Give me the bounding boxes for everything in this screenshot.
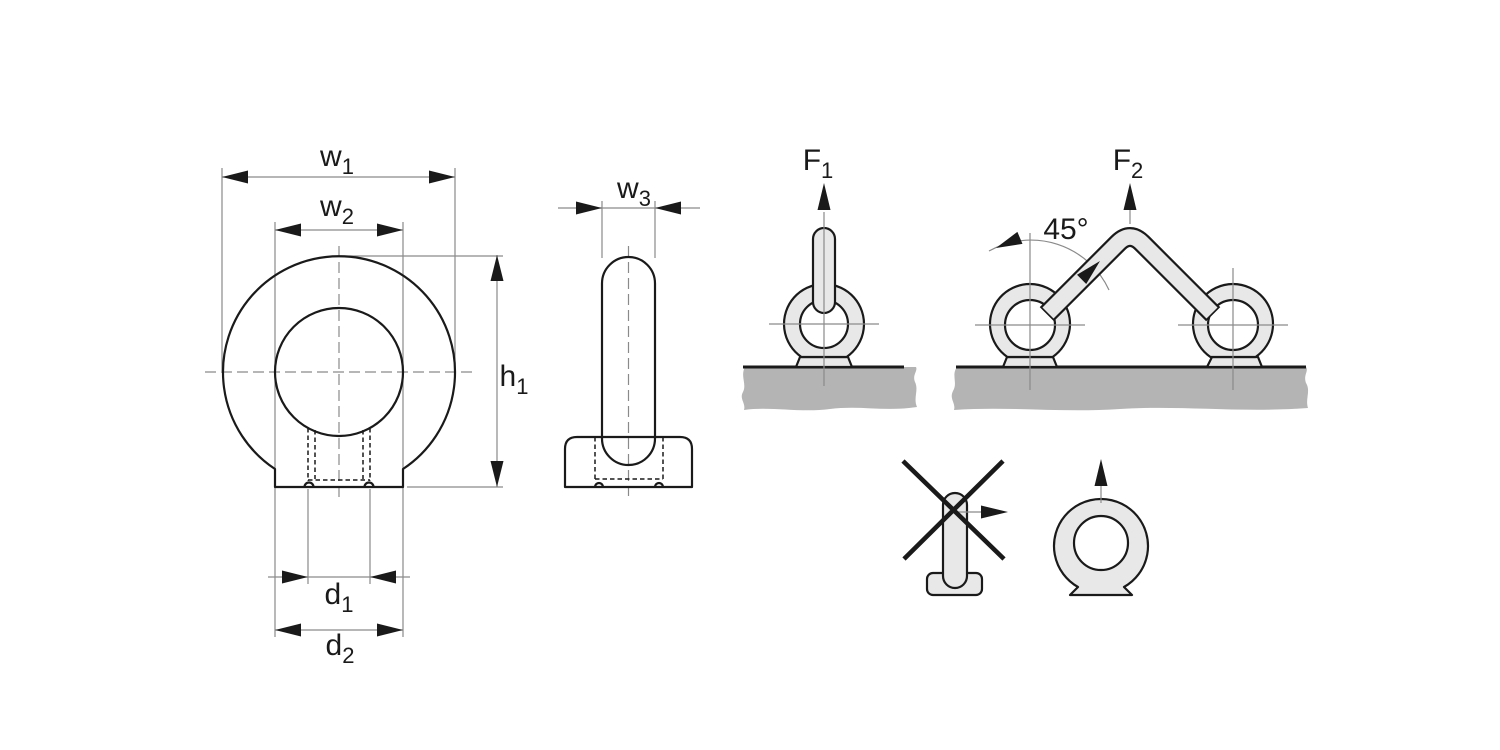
- right-nut-base: [1205, 355, 1264, 369]
- dimension-arrowhead: [370, 570, 396, 584]
- dimension-arrowhead: [275, 223, 301, 237]
- label-d1: d1: [325, 578, 354, 617]
- force-arrow-f2: [1123, 183, 1137, 210]
- label-f1: F1: [803, 144, 834, 183]
- correct-use-icon: [1052, 459, 1150, 597]
- thread-hidden-lines: [307, 428, 371, 481]
- sling-strap: [1042, 229, 1218, 319]
- incorrect-use-icon: [901, 459, 1008, 597]
- front-view-extension-lines: [221, 168, 503, 637]
- label-f2: F2: [1113, 144, 1144, 183]
- dimension-arrowhead: [377, 223, 403, 237]
- axial-load-diagram: F1: [741, 144, 917, 411]
- label-angle-45: 45°: [1043, 213, 1088, 246]
- side-view-ring-profile: [600, 255, 657, 467]
- label-h1: h1: [500, 360, 529, 399]
- angle-arc-arrowhead: [993, 231, 1023, 254]
- crosshair-centerlines: [769, 212, 879, 386]
- dimension-arrowhead: [576, 201, 602, 215]
- eye-nut-body-outline: [221, 255, 457, 489]
- thread-runout-arcs: [303, 481, 375, 488]
- label-d2: d2: [326, 629, 355, 668]
- label-w1: w1: [319, 140, 354, 179]
- dimension-arrowhead: [490, 461, 504, 487]
- dimension-arrowhead: [282, 570, 308, 584]
- side-view-base-outline: [563, 435, 694, 489]
- dimension-arrowhead: [377, 623, 403, 637]
- dimension-arrowhead: [222, 170, 248, 184]
- crosshair-centerlines: [975, 233, 1288, 390]
- eye-hole-outline: [273, 306, 405, 438]
- dimension-arrowhead: [429, 170, 455, 184]
- prohibited-x-mark: [901, 459, 1006, 561]
- front-view-centerlines: [205, 246, 476, 498]
- sling-strap-outline: [1039, 227, 1221, 322]
- front-view: w1 w2 h1 d1 d2: [205, 140, 528, 668]
- side-view: w3: [558, 172, 700, 496]
- label-w2: w2: [319, 190, 354, 229]
- dimension-arrowhead: [655, 201, 681, 215]
- force-arrow-f1: [817, 183, 831, 210]
- mounting-surface: [741, 367, 917, 411]
- label-w3: w3: [616, 172, 651, 211]
- dimension-arrowhead: [275, 623, 301, 637]
- side-view-thread-runout-arcs: [593, 481, 665, 488]
- side-view-thread-hidden-lines: [594, 437, 664, 480]
- angled-load-diagram: F2 45°: [951, 144, 1309, 411]
- dimension-arrowhead: [490, 255, 504, 281]
- side-load-arrow: [981, 505, 1008, 519]
- nut-hole-front: [1072, 514, 1130, 572]
- mounting-surface: [951, 367, 1309, 411]
- load-arrow: [1094, 459, 1108, 486]
- front-view-dimension-lines: [222, 176, 498, 631]
